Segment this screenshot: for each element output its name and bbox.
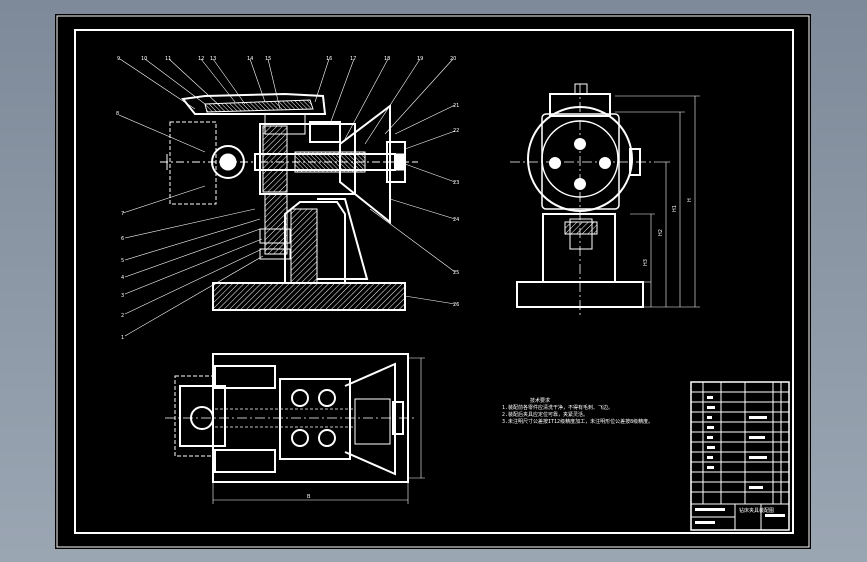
cad-drawing-canvas[interactable]: 9 10 11 12 13 14 15 16 17 18 19 20 8 7 6… [55,14,811,549]
front-view [160,92,420,311]
balloon: 22 [453,128,459,134]
drawing-sheet: 9 10 11 12 13 14 15 16 17 18 19 20 8 7 6… [55,14,811,549]
tech-note-line: 1.装配前各零件应清洗干净，不得有毛刺、飞边。 [502,405,614,411]
balloon: 1 [121,335,124,341]
balloon: 9 [117,56,120,62]
outer-frame [56,15,810,548]
balloon: 5 [121,258,124,264]
balloon: 24 [453,217,459,223]
balloon: 25 [453,270,459,276]
tech-note-line: 2.装配后夹具应定位可靠，夹紧灵活。 [502,412,589,418]
balloon: 23 [453,180,459,186]
tech-note-line: 3.未注明尺寸公差按IT12级精度加工，未注明形位公差按8级精度。 [502,419,654,425]
leader-lines-front [118,58,456,337]
balloon: 10 [141,56,147,62]
balloon: 20 [450,56,456,62]
inner-border [74,29,794,534]
balloon: 13 [210,56,216,62]
part-numbers-left: 8 7 6 5 4 3 2 1 [116,111,124,341]
dim-label: H3 [643,259,649,266]
balloon: 21 [453,103,459,109]
dim-label: H1 [672,205,678,212]
balloon: 15 [265,56,271,62]
balloon: 12 [198,56,204,62]
balloon: 3 [121,293,124,299]
balloon: 11 [165,56,171,62]
drawing-name: 钻床夹具装配图 [739,507,774,514]
balloon: 7 [121,211,124,217]
top-view [165,353,417,483]
balloon: 16 [326,56,332,62]
balloon: 6 [121,236,124,242]
title-block-text-marks [695,396,785,524]
balloon: 8 [116,111,119,117]
side-view-dim-labels: H H1 H2 H3 [643,198,693,266]
top-view-dimensions [212,357,425,504]
tech-notes-title: 技术要求 [530,398,551,404]
side-view [510,83,655,316]
dim-label: H2 [658,229,664,236]
part-numbers-top: 9 10 11 12 13 14 15 16 17 18 19 20 [117,56,456,62]
balloon: 14 [247,56,253,62]
balloon: 18 [384,56,390,62]
part-numbers-right: 21 22 23 24 25 26 [453,103,459,308]
base-plate [212,282,406,311]
side-view-dimensions [615,95,700,308]
title-block[interactable] [690,381,790,531]
balloon: 2 [121,313,124,319]
balloon: 19 [417,56,423,62]
dim-label: B [307,494,311,500]
balloon: 17 [350,56,356,62]
balloon: 4 [121,275,124,281]
dim-label: H [687,198,693,202]
balloon: 26 [453,302,459,308]
